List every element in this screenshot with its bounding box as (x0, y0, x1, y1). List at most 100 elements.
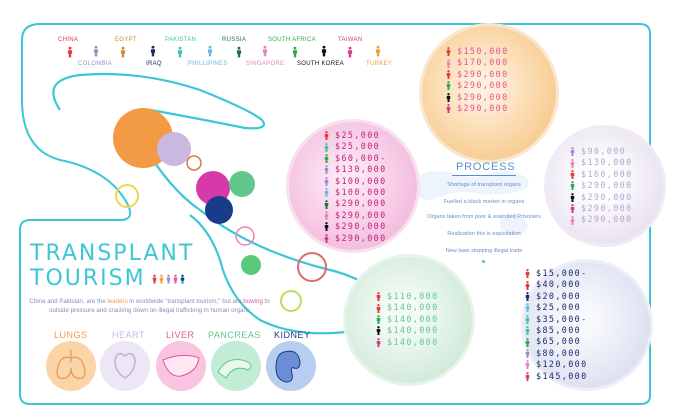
bubble-green (346, 257, 472, 383)
page-title: TRANSPLANT TOURISM (30, 241, 194, 291)
price-figure (525, 292, 530, 301)
legend-figure (236, 45, 242, 63)
price-figure (570, 158, 575, 168)
price-row: $25,000 (324, 130, 387, 141)
price-value: $170,000 (457, 57, 509, 68)
price-figure (570, 204, 575, 214)
price-value: $130,000 (335, 164, 387, 175)
pancreas-glyph (217, 359, 252, 379)
lime-ring (280, 290, 302, 312)
organ-label-heart: HEART (112, 330, 145, 340)
price-value: $25,000 (335, 141, 381, 152)
person-icon (446, 92, 451, 102)
person-icon (376, 326, 381, 336)
price-row: $290,000 (446, 80, 509, 91)
price-row: $85,000 (525, 325, 588, 336)
person-icon (324, 131, 329, 141)
price-row: $290,000 (570, 203, 633, 214)
person-icon (236, 46, 242, 58)
person-icon (93, 45, 99, 57)
person-icon (324, 233, 329, 243)
person-icon (324, 176, 329, 186)
person-icon (173, 274, 177, 284)
price-value: $290,000 (581, 191, 633, 202)
lavender-decor-circle (157, 132, 191, 166)
legend-turkey: TURKEY (366, 61, 392, 67)
price-value: $100,000 (335, 175, 387, 186)
person-icon (262, 45, 268, 57)
price-figure (525, 360, 530, 370)
price-row: $290,000 (570, 214, 633, 225)
person-icon (150, 45, 156, 57)
price-row: $130,000 (570, 157, 633, 168)
person-icon (375, 45, 381, 57)
price-list-pink: $25,000$25,000$60,000-$130,000$100,000$1… (324, 130, 387, 244)
title-line-2: TOURISM (30, 266, 194, 291)
legend-label: TURKEY (366, 61, 393, 67)
price-row: $130,000 (324, 164, 387, 175)
price-value: $65,000 (536, 336, 582, 347)
person-icon (570, 181, 575, 191)
legend-colombia: COLOMBIA (78, 61, 112, 67)
legend-label: PAKISTAN (165, 37, 197, 43)
person-icon (446, 81, 451, 91)
legend-label: PHILLIPINES (188, 61, 228, 67)
person-icon (570, 158, 575, 168)
price-value: $140,000 (387, 313, 439, 324)
price-row: $150,000 (446, 46, 509, 57)
navy-decor-circle (205, 196, 233, 224)
legend-egypt: EGYPT (115, 37, 137, 43)
price-value: $290,000 (581, 180, 633, 191)
person-icon (570, 147, 575, 157)
person-icon (446, 70, 451, 79)
person-icon (324, 142, 329, 152)
person-icon (376, 292, 381, 302)
legend-figure (120, 45, 126, 63)
price-value: $140,000 (387, 302, 439, 313)
price-row: $290,000 (324, 210, 387, 221)
price-figure (324, 142, 329, 152)
title-dot (181, 281, 184, 284)
price-row: $290,000 (324, 233, 387, 244)
price-figure (525, 303, 530, 313)
yellow-ring (115, 184, 139, 208)
price-value: $290,000 (457, 68, 509, 79)
person-icon (120, 46, 126, 58)
person-icon (570, 204, 575, 214)
price-row: $290,000 (446, 92, 509, 103)
price-figure (446, 81, 451, 91)
price-row: $290,000 (570, 180, 633, 191)
price-figure (376, 337, 381, 347)
price-row: $110,000 (376, 291, 439, 302)
price-figure (324, 131, 329, 141)
legend-iraq: IRAQ (146, 61, 162, 67)
title-figures (152, 273, 185, 285)
price-row: $100,000 (324, 176, 387, 187)
price-figure (570, 181, 575, 191)
legend-figure (347, 45, 353, 63)
price-row: $140,000 (376, 314, 439, 325)
bubble-pink (289, 122, 417, 250)
legend-figure (207, 44, 213, 62)
intro-text-1: China and Pakistan, are the (29, 298, 108, 305)
coral-ring (297, 252, 327, 282)
price-value: $80,000 (536, 347, 582, 358)
legend-south-africa: SOUTH AFRICA (268, 37, 316, 43)
price-value: $150,000 (457, 46, 509, 56)
heart-glyph (114, 353, 136, 379)
person-icon (376, 337, 381, 347)
person-icon (347, 46, 353, 58)
price-list-green: $110,000$140,000$140,000$140,000$140,000 (376, 291, 439, 348)
legend-label: SOUTH KOREA (297, 61, 344, 67)
price-row: $140,000 (376, 337, 439, 348)
price-row: $290,000 (446, 69, 509, 80)
price-value: $290,000 (457, 80, 509, 91)
person-icon (525, 314, 530, 324)
price-value: $110,000 (387, 291, 439, 301)
price-row: $140,000 (376, 302, 439, 313)
price-row: $145,000 (525, 371, 588, 382)
price-value: $120,000 (536, 359, 588, 370)
person-icon (67, 46, 73, 58)
